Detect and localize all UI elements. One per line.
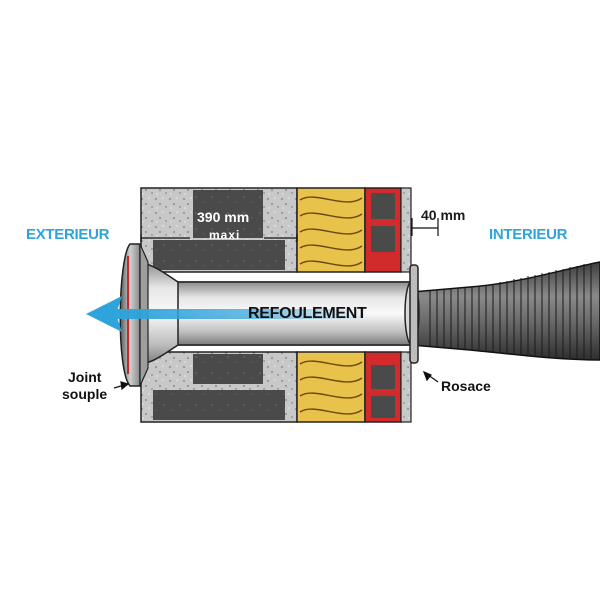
flexible-duct xyxy=(411,261,600,361)
seal-label-line1: Joint xyxy=(68,369,102,385)
flow-arrow xyxy=(86,296,370,332)
wall-thickness-note: maxi xyxy=(209,228,241,242)
insulation-layer xyxy=(296,187,366,423)
rosette-label: Rosace xyxy=(441,378,491,394)
flow-label: REFOULEMENT xyxy=(248,305,367,322)
concrete-layer xyxy=(140,187,298,423)
inner-offset-label: 40 mm xyxy=(421,207,466,223)
brick-layer xyxy=(364,187,412,423)
dimension-lines xyxy=(140,218,439,242)
leader-lines xyxy=(113,370,439,391)
seal-label-line2: souple xyxy=(62,386,108,402)
interior-rosette xyxy=(409,264,419,364)
wall-thickness-label: 390 mm xyxy=(197,209,250,225)
interior-label: INTERIEUR xyxy=(489,226,568,243)
exterior-label: EXTERIEUR xyxy=(26,226,110,243)
